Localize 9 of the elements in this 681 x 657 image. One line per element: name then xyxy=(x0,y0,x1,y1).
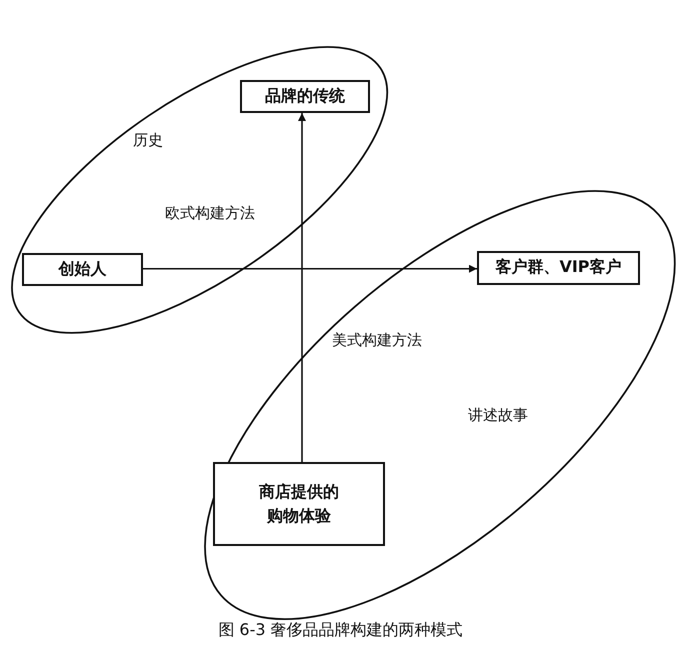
arrow xyxy=(298,113,306,462)
region-label: 美式构建方法 xyxy=(332,330,422,350)
region-label: 讲述故事 xyxy=(468,406,528,425)
caption: 图 6-3 奢侈品品牌构建的两种模式 xyxy=(217,620,464,641)
region-label: 欧式构建方法 xyxy=(164,204,255,223)
text-box: 创始人 xyxy=(22,252,143,286)
text-box: 客户群、VIP客户 xyxy=(476,250,640,285)
arrow xyxy=(143,264,477,273)
region-label: 历史 xyxy=(132,130,163,150)
